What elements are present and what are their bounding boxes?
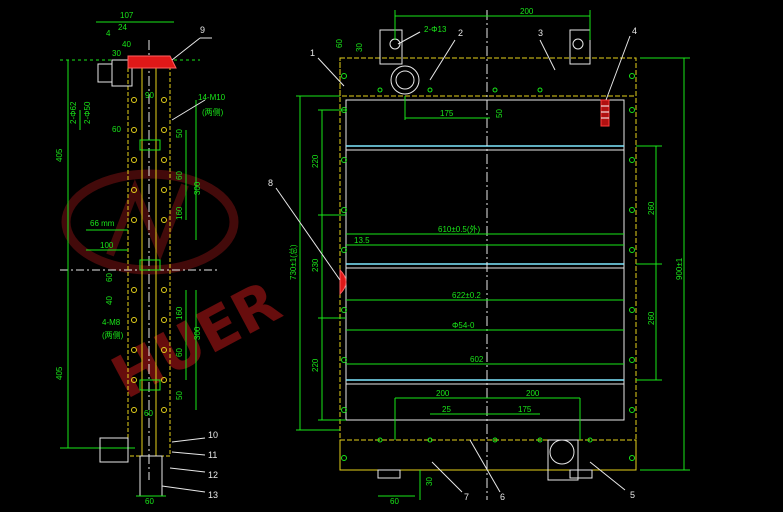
filler-cap-top xyxy=(127,55,177,69)
callout-6: 6 xyxy=(500,492,505,502)
dim-width-107: 107 xyxy=(120,11,134,20)
dim-50a: 50 xyxy=(175,129,184,138)
dim-405-top: 405 xyxy=(55,148,64,162)
callout-11: 11 xyxy=(208,450,217,460)
dim-4: 4 xyxy=(106,29,111,38)
dim-160a: 160 xyxy=(175,206,184,220)
callout-12: 12 xyxy=(208,470,218,480)
dim-24: 24 xyxy=(118,23,127,32)
dim-bottom-175: 175 xyxy=(518,405,532,414)
dim-66mm: 66 mm xyxy=(90,219,115,228)
dim-bottom-200b: 200 xyxy=(526,389,540,398)
dim-phi54: Φ54-0 xyxy=(452,321,475,330)
bolt-m10-note: (两侧) xyxy=(202,107,224,117)
dim-total-height-730: 730±1(总) xyxy=(288,244,298,280)
dim-bottom-60: 60 xyxy=(390,497,399,506)
dim-40b: 40 xyxy=(105,296,114,305)
dim-13-5: 13.5 xyxy=(354,236,370,245)
callout-7: 7 xyxy=(464,492,469,502)
callout-13: 13 xyxy=(208,490,218,500)
hole-2phi13: 2-Φ13 xyxy=(424,25,447,34)
callout-5: 5 xyxy=(630,490,635,500)
front-view-labels: 200 2-Φ13 60 30 175 50 220 230 220 730±1… xyxy=(268,7,684,506)
dim-bottom-200a: 200 xyxy=(436,389,450,398)
dim-core-width-610: 610±0.5(外) xyxy=(438,224,481,234)
dim-220-bottom: 220 xyxy=(311,358,320,372)
dim-300b: 300 xyxy=(193,326,202,340)
callout-10: 10 xyxy=(208,430,218,440)
side-view-labels: 107 24 4 40 30 90 60 2-Φ62 2-Φ50 405 405… xyxy=(55,11,226,506)
dim-230: 230 xyxy=(311,258,320,272)
dim-220-top: 220 xyxy=(311,154,320,168)
front-view xyxy=(275,10,690,500)
dim-160b: 160 xyxy=(175,306,184,320)
dim-100: 100 xyxy=(100,241,114,250)
bolt-m10-spec: 14-M10 xyxy=(198,93,226,102)
callout-8: 8 xyxy=(268,178,273,188)
bolt-m8-note: (两侧) xyxy=(102,330,124,340)
callout-4: 4 xyxy=(632,26,637,36)
dim-50b: 50 xyxy=(175,391,184,400)
dim-60-bottom: 60 xyxy=(145,497,154,506)
dim-175-top: 175 xyxy=(440,109,454,118)
dim-50-top: 50 xyxy=(495,109,504,118)
dim-60-top: 60 xyxy=(335,39,344,48)
dim-30-top: 30 xyxy=(355,43,364,52)
callout-3: 3 xyxy=(538,28,543,38)
dim-bottom-25: 25 xyxy=(442,405,451,414)
dim-bottom-30: 30 xyxy=(425,477,434,486)
dim-60d: 60 xyxy=(144,409,153,418)
dim-260-top: 260 xyxy=(647,201,656,215)
dim-phi62: 2-Φ62 xyxy=(69,101,78,124)
bolt-m8-spec: 4-M8 xyxy=(102,318,121,327)
callout-1: 1 xyxy=(310,48,315,58)
dim-602: 602 xyxy=(470,355,484,364)
dim-622: 622±0.2 xyxy=(452,291,481,300)
callout-9: 9 xyxy=(200,25,205,35)
dim-260-bottom: 260 xyxy=(647,311,656,325)
dim-60b: 60 xyxy=(105,273,114,282)
dim-phi50: 2-Φ50 xyxy=(83,101,92,124)
dim-30: 30 xyxy=(112,49,121,58)
dim-60c: 60 xyxy=(175,348,184,357)
dim-top-200: 200 xyxy=(520,7,534,16)
side-view xyxy=(60,21,220,497)
dim-90: 90 xyxy=(145,91,154,100)
dim-300a: 300 xyxy=(193,181,202,195)
dim-40: 40 xyxy=(122,40,131,49)
dim-overall-900: 900±1 xyxy=(675,257,684,280)
callout-2: 2 xyxy=(458,28,463,38)
dim-60a: 60 xyxy=(175,171,184,180)
dim-60: 60 xyxy=(112,125,121,134)
dim-405-bottom: 405 xyxy=(55,366,64,380)
